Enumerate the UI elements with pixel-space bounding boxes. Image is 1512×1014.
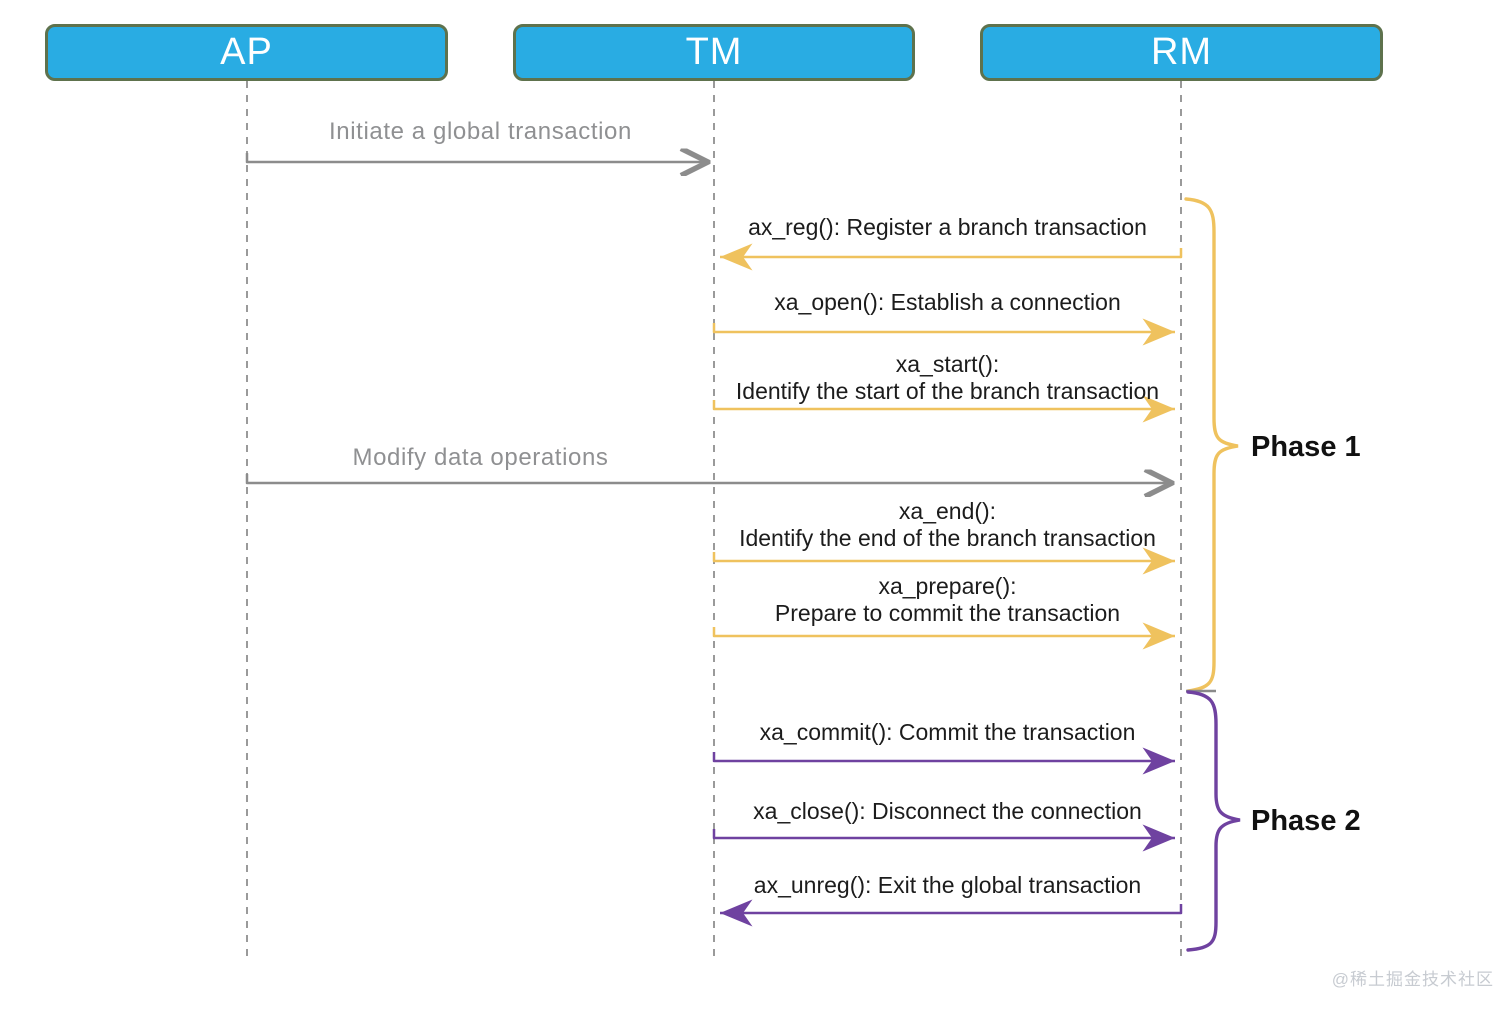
message-text: xa_close(): Disconnect the connection	[753, 798, 1142, 824]
message-label-xa-end: xa_end(): Identify the end of the branch…	[714, 498, 1181, 552]
phase1-brace	[1184, 197, 1239, 693]
message-text-line1: xa_end():	[898, 498, 997, 524]
message-text: ax_reg(): Register a branch transaction	[748, 214, 1147, 240]
message-text: Modify data operations	[352, 444, 609, 471]
message-text-line2: Identify the start of the branch transac…	[735, 378, 1160, 404]
watermark-text: @稀土掘金技术社区	[1331, 970, 1494, 989]
message-label-modify: Modify data operations	[247, 444, 714, 471]
message-text-line2: Identify the end of the branch transacti…	[739, 525, 1156, 551]
actor-label-tm: TM	[685, 31, 743, 73]
message-text: xa_commit(): Commit the transaction	[759, 719, 1136, 745]
message-text-line1: xa_start():	[895, 351, 1000, 377]
phase2-brace	[1186, 690, 1241, 952]
actor-box-tm: TM	[513, 24, 915, 81]
arrow-xa-end	[712, 547, 1175, 575]
actor-box-rm: RM	[980, 24, 1383, 81]
arrow-initiate-global-transaction	[245, 153, 708, 162]
phase1-label: Phase 1	[1251, 431, 1361, 463]
message-label-xa-open: xa_open(): Establish a connection	[714, 289, 1181, 316]
arrow-ax-unreg	[720, 899, 1183, 927]
actor-label-ap: AP	[220, 31, 273, 73]
message-label-initiate: Initiate a global transaction	[247, 118, 714, 145]
message-text: Initiate a global transaction	[329, 118, 632, 145]
arrow-xa-open	[712, 318, 1175, 346]
arrow-xa-prepare	[712, 622, 1175, 650]
message-label-xa-close: xa_close(): Disconnect the connection	[714, 798, 1181, 825]
message-text: xa_open(): Establish a connection	[774, 289, 1121, 315]
message-label-ax-reg: ax_reg(): Register a branch transaction	[714, 214, 1181, 241]
message-label-ax-unreg: ax_unreg(): Exit the global transaction	[714, 872, 1181, 899]
arrow-ax-reg	[720, 243, 1183, 271]
actor-label-rm: RM	[1150, 31, 1213, 73]
message-text-line2: Prepare to commit the transaction	[774, 600, 1121, 626]
arrow-modify-data-operations	[245, 474, 1172, 483]
message-text: ax_unreg(): Exit the global transaction	[753, 872, 1142, 898]
message-label-xa-prepare: xa_prepare(): Prepare to commit the tran…	[714, 573, 1181, 627]
arrow-xa-commit	[712, 747, 1175, 775]
actor-box-ap: AP	[45, 24, 448, 81]
message-label-xa-start: xa_start(): Identify the start of the br…	[714, 351, 1181, 405]
message-text-line1: xa_prepare():	[878, 573, 1017, 599]
message-label-xa-commit: xa_commit(): Commit the transaction	[714, 719, 1181, 746]
phase2-label: Phase 2	[1251, 805, 1361, 837]
arrow-xa-start	[712, 395, 1175, 423]
arrow-xa-close	[712, 824, 1175, 852]
